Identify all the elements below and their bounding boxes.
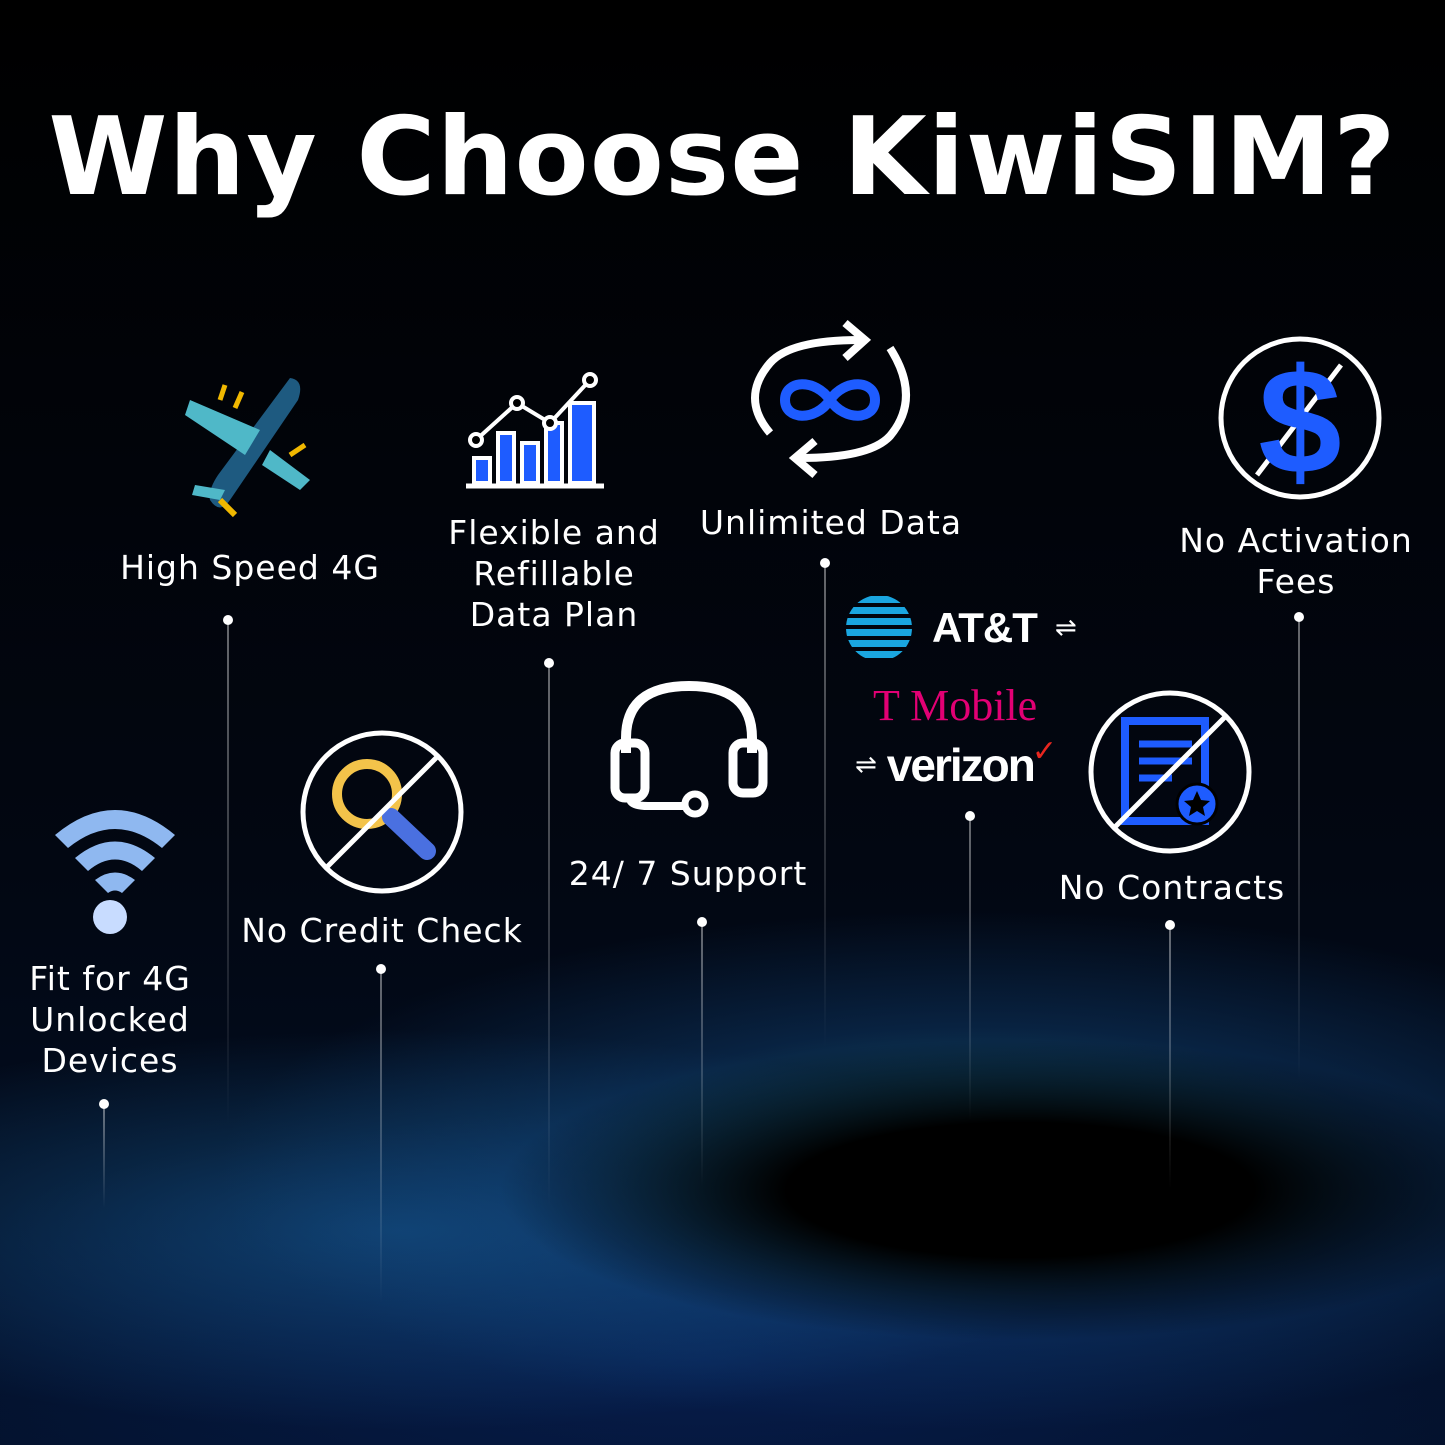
- label-line: Fees: [1256, 562, 1336, 601]
- att-logo: AT&T ⇌: [844, 594, 1077, 662]
- marker-line: [969, 820, 971, 1120]
- marker-dot: [1165, 920, 1175, 930]
- swap-icon: ⇌: [855, 750, 877, 780]
- verizon-logo: ⇌ verizon ✓: [855, 734, 1057, 792]
- no-search-icon: [300, 730, 464, 894]
- marker-dot: [544, 658, 554, 668]
- marker-dot: [223, 615, 233, 625]
- marker-line: [701, 926, 703, 1186]
- marker-line: [824, 567, 826, 1047]
- marker-line: [227, 624, 229, 1124]
- marker-dot: [697, 917, 707, 927]
- att-globe-icon: [846, 596, 912, 658]
- label-line: Devices: [41, 1041, 179, 1080]
- label-line: Unlocked: [30, 1000, 190, 1039]
- marker-line: [1298, 621, 1300, 1081]
- infinity-refresh-icon: [751, 319, 910, 479]
- marker-line: [103, 1108, 105, 1208]
- wifi-icon: [55, 810, 175, 934]
- label-line: No Activation: [1179, 521, 1413, 560]
- feature-label-support: 24/ 7 Support: [568, 854, 808, 893]
- feature-label-no-credit-check: No Credit Check: [241, 911, 523, 950]
- marker-dot: [1294, 612, 1304, 622]
- page-title: Why Choose KiwiSIM?: [48, 95, 1397, 220]
- svg-text:$: $: [1258, 337, 1341, 501]
- tmobile-logo: T Mobile: [873, 681, 1038, 730]
- marker-dot: [99, 1099, 109, 1109]
- feature-label-no-contracts: No Contracts: [1058, 868, 1286, 907]
- airplane-icon: [185, 378, 310, 518]
- label-line: Refillable: [473, 554, 635, 593]
- label-line: Data Plan: [469, 595, 639, 634]
- growth-chart-icon: [466, 372, 604, 489]
- feature-label-high-speed: High Speed 4G: [120, 548, 380, 587]
- feature-label-unlimited-data: Unlimited Data: [699, 503, 963, 542]
- marker-line: [380, 973, 382, 1303]
- marker-dot: [965, 811, 975, 821]
- marker-line: [1169, 929, 1171, 1189]
- check-icon: ✓: [1031, 733, 1057, 769]
- no-dollar-icon: $: [1218, 336, 1382, 501]
- verizon-wordmark: verizon: [886, 739, 1036, 791]
- swap-icon: ⇌: [1054, 613, 1077, 643]
- marker-dot: [376, 964, 386, 974]
- marker-line: [548, 667, 550, 1207]
- att-wordmark: AT&T: [932, 604, 1038, 651]
- marker-dot: [820, 558, 830, 568]
- label-line: Flexible and: [448, 513, 660, 552]
- label-line: Fit for 4G: [29, 959, 191, 998]
- headset-icon: [610, 680, 768, 818]
- no-contract-icon: [1088, 690, 1252, 854]
